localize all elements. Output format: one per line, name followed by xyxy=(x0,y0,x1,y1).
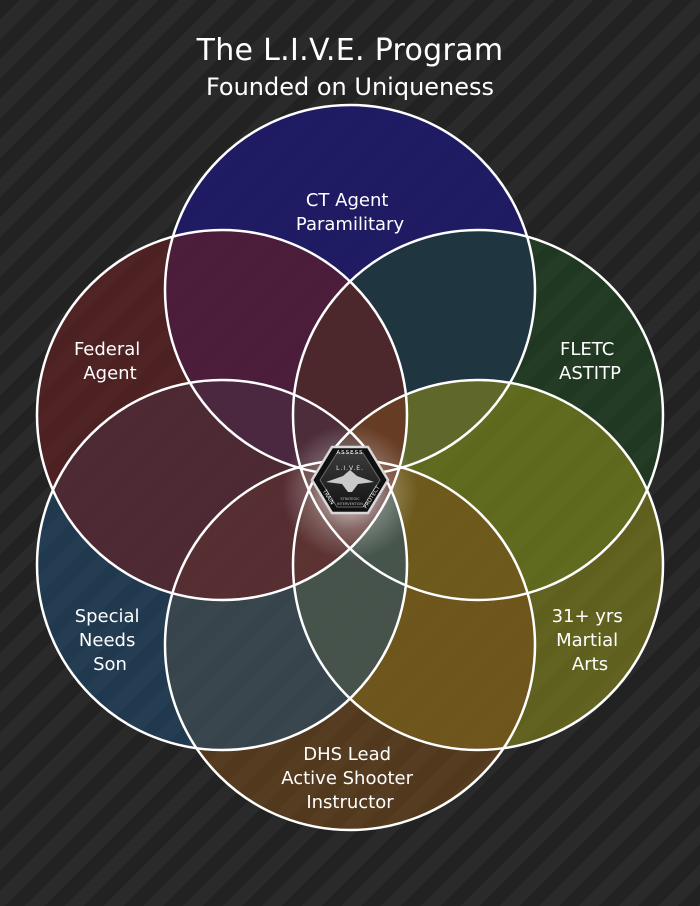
emblem-assess: ASSESS xyxy=(336,450,363,456)
label-dhs-lead: DHS Lead Active Shooter Instructor xyxy=(281,744,419,813)
label-federal-agent: Federal Agent xyxy=(74,339,146,384)
diagram-title: The L.I.V.E. Program xyxy=(196,33,504,68)
emblem-sub2: INTERVENTION xyxy=(337,502,363,506)
circle-outlines xyxy=(35,103,665,832)
label-martial-arts: 31+ yrs Martial Arts xyxy=(552,606,629,675)
emblem-name: L.I.V.E. xyxy=(336,465,364,472)
label-special-needs: Special Needs Son xyxy=(75,606,146,675)
eagle-icon xyxy=(326,470,374,492)
center-emblem: L.I.V.E. STRATEGIC INTERVENTION ASSESS T… xyxy=(282,424,418,560)
label-ct-agent: CT Agent Paramilitary xyxy=(296,190,405,235)
emblem-sub1: STRATEGIC xyxy=(340,497,360,501)
header: The L.I.V.E. Program Founded on Uniquene… xyxy=(0,32,700,102)
circle-labels: CT Agent Paramilitary FLETC ASTITP 31+ y… xyxy=(74,190,629,813)
label-fletc: FLETC ASTITP xyxy=(559,339,621,384)
diagram-subtitle: Founded on Uniqueness xyxy=(205,73,495,101)
